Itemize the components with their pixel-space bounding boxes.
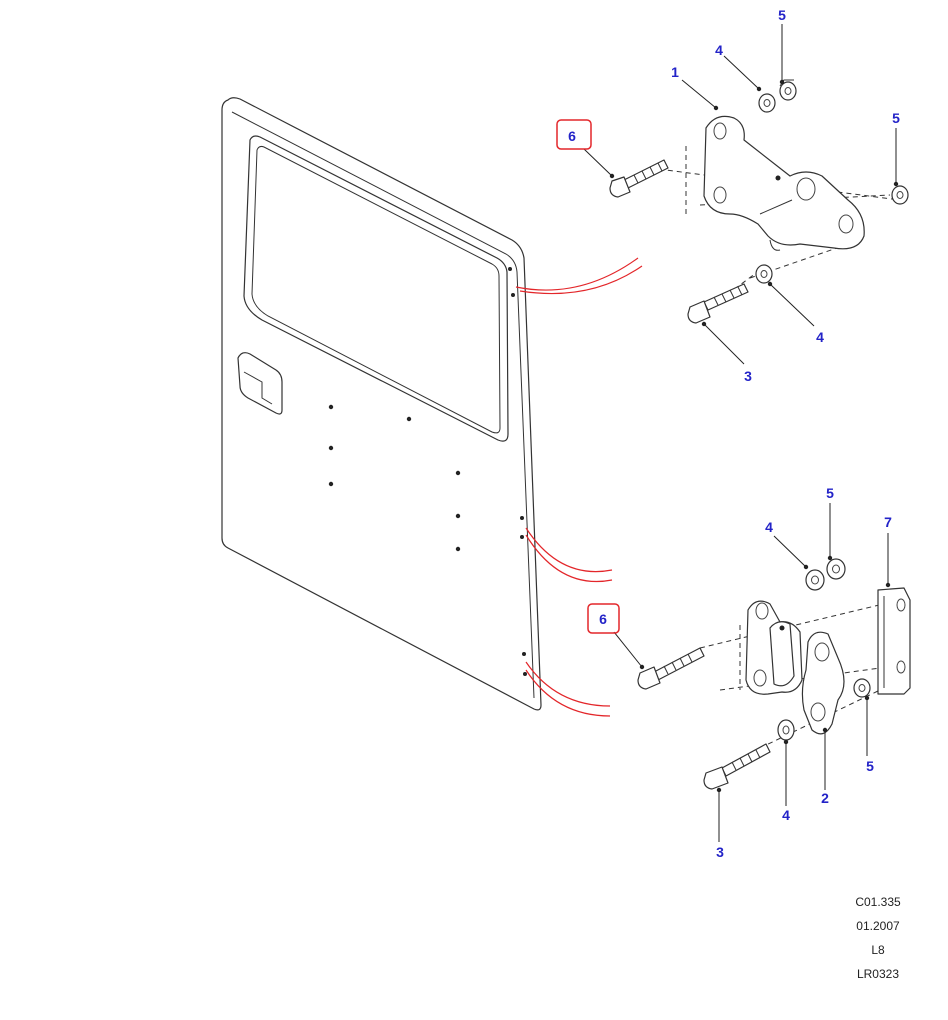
drawing-reference-block: C01.335 01.2007 L8 LR0323 <box>855 895 901 981</box>
callout-4-upper-bottom[interactable]: 4 <box>816 329 824 345</box>
upper-nut-5-right <box>891 185 909 205</box>
upper-nut-5-top <box>779 79 797 101</box>
callout-6-lower-highlight <box>587 603 620 634</box>
callout-5-lower-top[interactable]: 5 <box>826 485 834 501</box>
reference-drawing-number: LR0323 <box>857 967 899 981</box>
door-window <box>243 135 509 442</box>
callout-5-upper-top[interactable]: 5 <box>778 7 786 23</box>
hinge-part-2 <box>801 631 845 735</box>
callout-5-upper-right[interactable]: 5 <box>892 110 900 126</box>
callout-2[interactable]: 2 <box>821 790 829 806</box>
reference-model: L8 <box>871 943 885 957</box>
callout-5-lower-bottom[interactable]: 5 <box>866 758 874 774</box>
callout-6-upper-highlight <box>556 119 592 150</box>
callout-4-lower-top[interactable]: 4 <box>765 519 773 535</box>
callout-4-upper-top[interactable]: 4 <box>715 42 723 58</box>
hinge-part-pivot <box>745 600 803 695</box>
upper-bolt-3 <box>687 283 749 324</box>
door-handle-recess <box>237 352 283 415</box>
callout-4-lower-bottom[interactable]: 4 <box>782 807 790 823</box>
lower-washer-4-top <box>805 569 825 591</box>
callout-6-upper[interactable]: 6 <box>568 128 576 144</box>
hinge-part-1 <box>703 115 865 251</box>
leader-lines <box>583 24 899 842</box>
callout-3-lower[interactable]: 3 <box>716 844 724 860</box>
lower-hinge-assembly <box>637 558 911 790</box>
callout-7[interactable]: 7 <box>884 514 892 530</box>
upper-washer-4-bottom <box>755 264 773 284</box>
hinge-position-guide-lines <box>515 257 643 717</box>
lower-bolt-6 <box>637 647 705 690</box>
lower-washer-4-bottom <box>777 719 795 741</box>
lower-nut-5-bottom <box>853 678 871 698</box>
door-panel <box>221 97 542 711</box>
callout-1[interactable]: 1 <box>671 64 679 80</box>
hinge-part-7-plate <box>877 587 911 695</box>
upper-bolt-6 <box>609 159 669 198</box>
reference-code: C01.335 <box>855 895 901 909</box>
lower-bolt-3 <box>703 743 771 790</box>
callout-labels: 1 4 5 5 6 4 3 4 5 7 6 5 2 4 3 <box>568 7 900 860</box>
lower-nut-5-top <box>826 558 846 580</box>
upper-hinge-assembly <box>609 79 909 324</box>
upper-washer-4-top <box>758 93 776 113</box>
callout-3-upper[interactable]: 3 <box>744 368 752 384</box>
callout-6-lower[interactable]: 6 <box>599 611 607 627</box>
reference-date: 01.2007 <box>856 919 900 933</box>
door-mount-holes <box>328 267 527 676</box>
